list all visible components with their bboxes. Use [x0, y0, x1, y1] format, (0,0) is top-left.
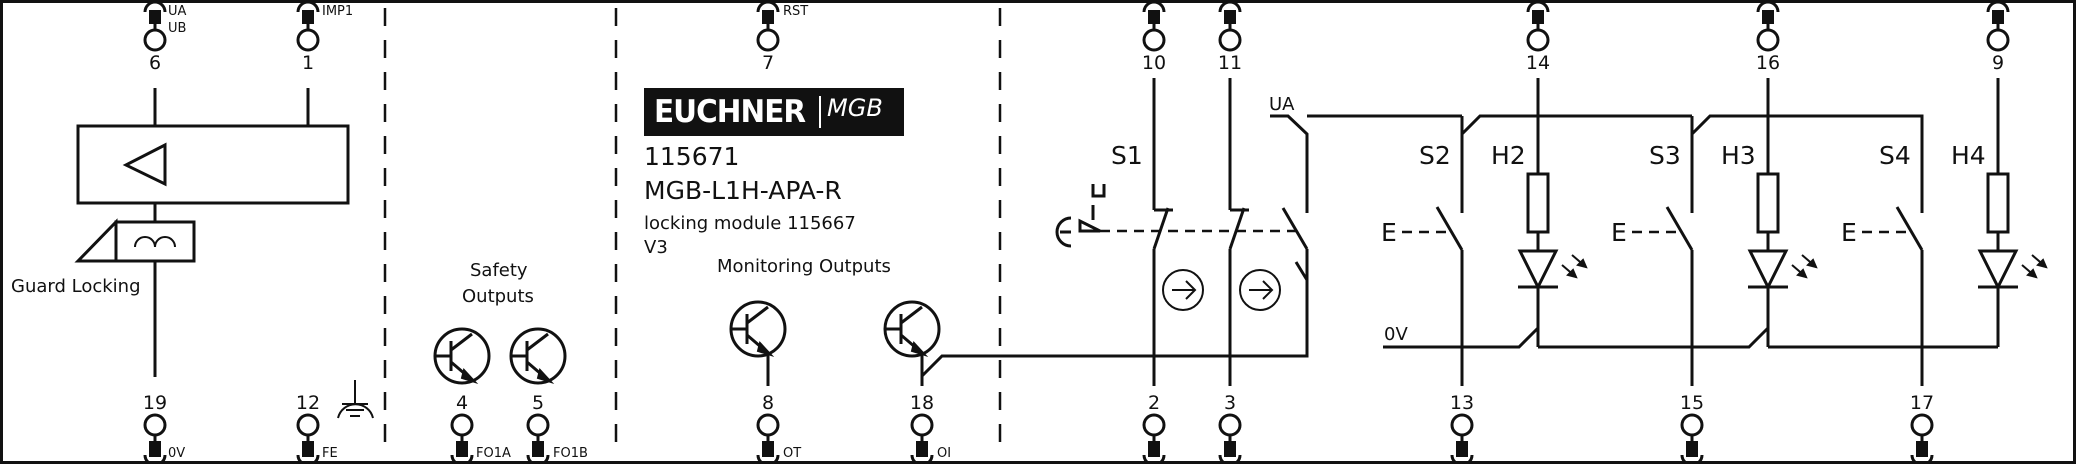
transistor-ot-icon — [729, 300, 787, 358]
transistor-fo1a-icon — [433, 327, 491, 385]
terminal-11-number: 11 — [1217, 52, 1243, 74]
logo-product: MGB — [827, 94, 883, 122]
euchner-logo: EUCHNER MGB — [644, 88, 904, 136]
terminal-13-number: 13 — [1449, 392, 1475, 414]
s3-switch — [1632, 206, 1694, 386]
terminal-6-signal-ub: UB — [168, 21, 187, 36]
terminal-1-number: 1 — [301, 52, 315, 74]
led-icon — [1976, 249, 2048, 289]
s4-switch — [1862, 206, 1924, 386]
guard-locking-circuit — [74, 88, 350, 377]
guard-locking-label: Guard Locking — [11, 276, 141, 297]
terminal-8-number: 8 — [761, 392, 775, 414]
s2-switch — [1402, 206, 1464, 386]
terminal-7-icon — [756, 0, 780, 52]
logo-separator — [819, 96, 822, 128]
led-icon — [1516, 249, 1588, 289]
terminal-19-icon — [143, 413, 167, 464]
terminal-2-icon — [1142, 413, 1166, 464]
terminal-15-number: 15 — [1679, 392, 1705, 414]
terminal-5-number: 5 — [531, 392, 545, 414]
terminal-5-signal: FO1B — [553, 446, 588, 461]
terminal-10-number: 10 — [1141, 52, 1167, 74]
s4-label: S4 — [1879, 141, 1911, 170]
s1-switch — [1055, 78, 1309, 386]
s3-label: S3 — [1649, 141, 1681, 170]
amplifier-triangle-icon — [122, 142, 167, 187]
terminal-4-icon — [450, 413, 474, 464]
order-number: 115671 — [644, 142, 740, 171]
version: V3 — [644, 237, 668, 258]
terminal-8-signal: OT — [783, 446, 802, 461]
terminal-4-signal: FO1A — [476, 446, 511, 461]
ov-rail-label: 0V — [1384, 324, 1408, 345]
locking-module: locking module 115667 — [644, 213, 856, 234]
positive-opening-icon — [1239, 269, 1281, 311]
terminal-7-signal: RST — [783, 4, 809, 19]
h4-label: H4 — [1951, 141, 1986, 170]
transistor-fo1b-icon — [509, 327, 567, 385]
h2-label: H2 — [1491, 141, 1526, 170]
terminal-3-number: 3 — [1223, 392, 1237, 414]
terminal-12-number: 12 — [295, 392, 321, 414]
terminal-4-number: 4 — [455, 392, 469, 414]
positive-opening-icon — [1162, 269, 1204, 311]
terminal-6-signal-ua: UA — [168, 4, 187, 19]
terminal-10-icon — [1142, 0, 1166, 52]
terminal-7-number: 7 — [761, 52, 775, 74]
terminal-19-number: 19 — [142, 392, 168, 414]
transistor-oi-icon — [883, 300, 941, 358]
terminal-12-icon — [296, 413, 320, 464]
terminal-11-icon — [1218, 0, 1242, 52]
terminal-18-number: 18 — [909, 392, 935, 414]
terminal-18-signal: OI — [937, 446, 952, 461]
terminal-6-icon — [143, 0, 167, 52]
led-icon — [1746, 249, 1818, 289]
terminal-16-icon — [1756, 0, 1780, 52]
monitoring-outputs-label: Monitoring Outputs — [717, 256, 891, 277]
h3-label: H3 — [1721, 141, 1756, 170]
h3-led — [1746, 78, 1818, 347]
h2-led — [1516, 78, 1588, 347]
model-name: MGB-L1H-APA-R — [644, 176, 842, 205]
earth-ground-icon — [337, 380, 374, 419]
s1-label: S1 — [1111, 141, 1143, 170]
terminal-19-signal: 0V — [168, 446, 186, 461]
s2-actuator-label: E — [1381, 218, 1397, 247]
safety-outputs-label-line2: Outputs — [462, 286, 534, 307]
terminal-2-number: 2 — [1147, 392, 1161, 414]
s3-actuator-label: E — [1611, 218, 1627, 247]
ua-rail — [1270, 114, 1924, 213]
terminal-15-icon — [1680, 413, 1704, 464]
terminal-16-number: 16 — [1755, 52, 1781, 74]
terminal-18-icon — [910, 413, 934, 464]
h4-led — [1976, 78, 2048, 347]
ua-rail-label: UA — [1269, 94, 1295, 115]
terminal-9-icon — [1986, 0, 2010, 52]
terminal-14-icon — [1526, 0, 1550, 52]
s2-label: S2 — [1419, 141, 1451, 170]
terminal-17-number: 17 — [1909, 392, 1935, 414]
terminal-17-icon — [1910, 413, 1934, 464]
terminal-12-signal: FE — [322, 446, 338, 461]
terminal-8-icon — [756, 413, 780, 464]
s4-actuator-label: E — [1841, 218, 1857, 247]
terminal-14-number: 14 — [1525, 52, 1551, 74]
terminal-9-number: 9 — [1991, 52, 2005, 74]
coil-icon — [134, 236, 176, 248]
terminal-1-signal: IMP1 — [322, 4, 354, 19]
terminal-3-icon — [1218, 413, 1242, 464]
safety-outputs-label-line1: Safety — [470, 260, 528, 281]
ov-rail — [1383, 326, 1998, 349]
mushroom-button-icon — [1055, 216, 1072, 248]
logo-brand: EUCHNER — [654, 94, 806, 130]
terminal-1-icon — [296, 0, 320, 52]
terminal-13-icon — [1450, 413, 1474, 464]
terminal-6-number: 6 — [148, 52, 162, 74]
monitoring-circuit — [729, 261, 1309, 386]
terminal-5-icon — [526, 413, 550, 464]
